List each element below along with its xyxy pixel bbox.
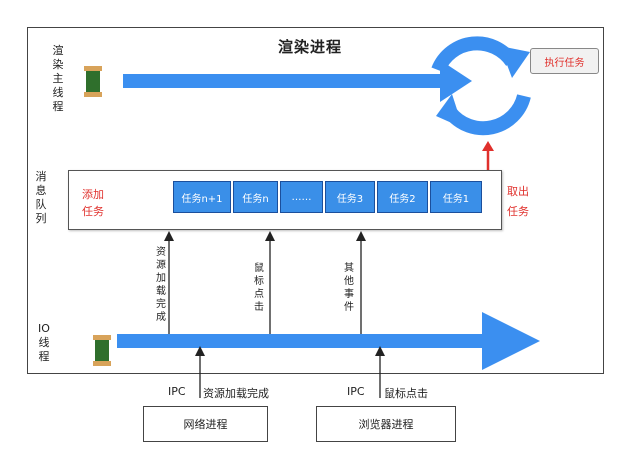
event-mouse-click: 鼠标点击 <box>254 263 264 313</box>
ipc-label-network: IPC <box>168 385 186 398</box>
ipc-event-network: 资源加载完成 <box>203 387 269 400</box>
loop-arrowhead-top <box>500 46 530 78</box>
event-resource-loaded: 资源加载完成 <box>156 247 166 323</box>
io-thread-spool-icon <box>93 335 111 366</box>
task-1: 任务1 <box>430 181 482 213</box>
loop-arrowhead-bottom <box>436 94 463 128</box>
main-thread-arrow <box>123 60 472 102</box>
take-task-label-1: 取出 <box>507 185 529 198</box>
diagram-title: 渲染进程 <box>278 38 343 56</box>
task-n: 任务n <box>233 181 278 213</box>
task-3: 任务3 <box>325 181 375 213</box>
message-queue-label: 消息队列 <box>35 170 47 225</box>
event-other: 其他事件 <box>344 263 354 313</box>
ipc-event-browser: 鼠标点击 <box>384 387 428 400</box>
task-ellipsis: …… <box>280 181 323 213</box>
add-task-label-2: 任务 <box>82 205 104 218</box>
main-thread-label: 渲染主线程 <box>52 44 64 113</box>
io-thread-arrow <box>117 312 540 370</box>
ipc-label-browser: IPC <box>347 385 365 398</box>
browser-process-box: 浏览器进程 <box>316 406 456 442</box>
take-task-label-2: 任务 <box>507 205 529 218</box>
main-thread-spool-icon <box>84 66 102 97</box>
task-n-plus-1: 任务n+1 <box>173 181 231 213</box>
exec-task-label: 执行任务 <box>530 48 599 74</box>
add-task-label-1: 添加 <box>82 188 104 201</box>
network-process-box: 网络进程 <box>143 406 268 442</box>
task-2: 任务2 <box>377 181 428 213</box>
io-thread-label: IO线程 <box>38 322 50 363</box>
